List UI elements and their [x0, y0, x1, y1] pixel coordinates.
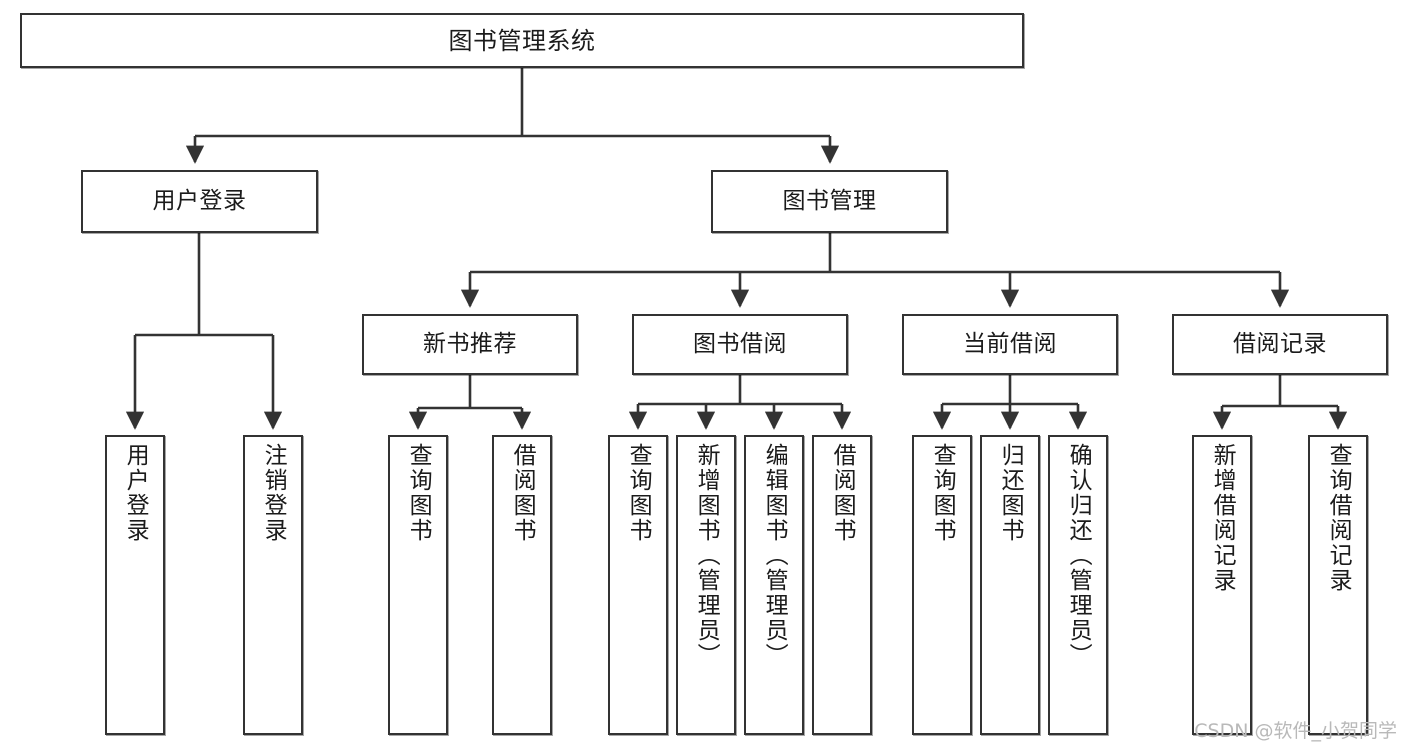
node-borrow-record[interactable]: 借阅记录 — [1172, 314, 1388, 375]
node-label: 借阅记录 — [1233, 331, 1327, 358]
leaf-current-query-book[interactable]: 查询图书 — [912, 435, 972, 735]
node-label: 归还图书 — [997, 443, 1024, 543]
node-label: 图书管理系统 — [448, 26, 596, 55]
leaf-borrow-query-book[interactable]: 查询图书 — [608, 435, 668, 735]
node-label: 用户登录 — [122, 443, 149, 543]
leaf-record-add-record[interactable]: 新增借阅记录 — [1192, 435, 1252, 735]
leaf-borrow-add-book-admin[interactable]: 新增图书（管理员） — [676, 435, 736, 735]
node-label: 借阅图书 — [829, 443, 856, 543]
node-label: 当前借阅 — [963, 331, 1057, 358]
node-book-management[interactable]: 图书管理 — [711, 170, 948, 233]
node-label: 确认归还（管理员） — [1065, 443, 1092, 668]
leaf-current-return-book[interactable]: 归还图书 — [980, 435, 1040, 735]
node-label: 用户登录 — [152, 188, 247, 215]
leaf-user-login-logout[interactable]: 注销登录 — [243, 435, 303, 735]
leaf-borrow-edit-book-admin[interactable]: 编辑图书（管理员） — [744, 435, 804, 735]
node-label: 查询借阅记录 — [1325, 443, 1352, 593]
node-new-book-recommend[interactable]: 新书推荐 — [362, 314, 578, 375]
node-label: 注销登录 — [260, 443, 287, 543]
leaf-user-login-login[interactable]: 用户登录 — [105, 435, 165, 735]
watermark: CSDN @软件_小贺同学 — [1194, 720, 1397, 742]
node-book-borrow[interactable]: 图书借阅 — [632, 314, 848, 375]
node-label: 新增图书（管理员） — [693, 443, 720, 668]
node-label: 查询图书 — [405, 443, 432, 543]
leaf-current-confirm-return-admin[interactable]: 确认归还（管理员） — [1048, 435, 1108, 735]
leaf-recommend-borrow-book[interactable]: 借阅图书 — [492, 435, 552, 735]
node-current-borrow[interactable]: 当前借阅 — [902, 314, 1118, 375]
leaf-recommend-query-book[interactable]: 查询图书 — [388, 435, 448, 735]
leaf-borrow-borrow-book[interactable]: 借阅图书 — [812, 435, 872, 735]
node-label: 编辑图书（管理员） — [761, 443, 788, 668]
node-user-login[interactable]: 用户登录 — [81, 170, 318, 233]
node-label: 借阅图书 — [509, 443, 536, 543]
node-label: 查询图书 — [929, 443, 956, 543]
node-label: 新书推荐 — [423, 331, 517, 358]
node-label: 查询图书 — [625, 443, 652, 543]
node-label: 新增借阅记录 — [1209, 443, 1236, 593]
node-root-system[interactable]: 图书管理系统 — [20, 13, 1024, 68]
node-label: 图书借阅 — [693, 331, 787, 358]
node-label: 图书管理 — [782, 188, 877, 215]
leaf-record-query-record[interactable]: 查询借阅记录 — [1308, 435, 1368, 735]
